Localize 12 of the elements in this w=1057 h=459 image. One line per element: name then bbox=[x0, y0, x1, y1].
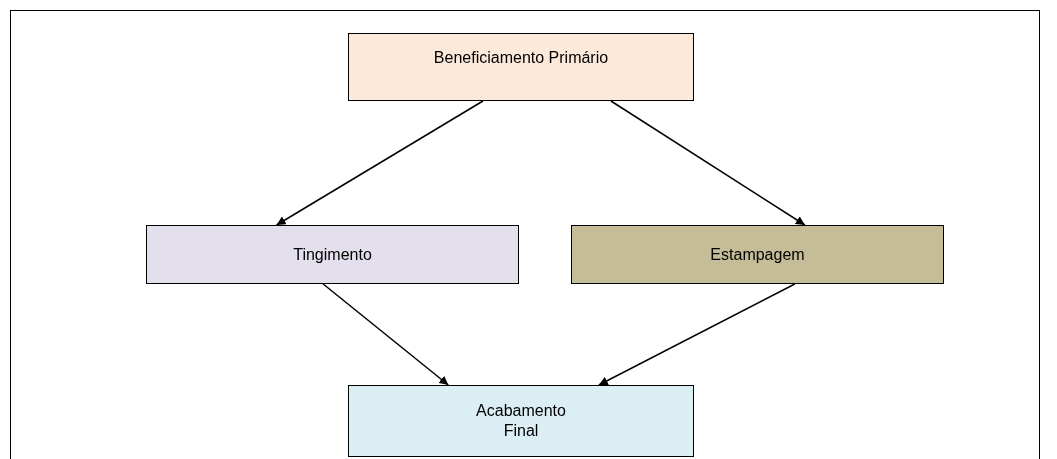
box-label: Beneficiamento Primário bbox=[433, 48, 609, 68]
box-label: Estampagem bbox=[710, 244, 805, 265]
process-box bbox=[146, 225, 519, 284]
process-box bbox=[348, 33, 694, 101]
process-box bbox=[571, 225, 944, 284]
arrow bbox=[610, 100, 806, 226]
process-box bbox=[348, 385, 694, 457]
box-label: Acabamento Final bbox=[475, 401, 567, 441]
arrow bbox=[598, 283, 796, 386]
arrow bbox=[275, 100, 484, 226]
box-label: Tingimento bbox=[293, 244, 372, 265]
arrow bbox=[322, 283, 450, 386]
